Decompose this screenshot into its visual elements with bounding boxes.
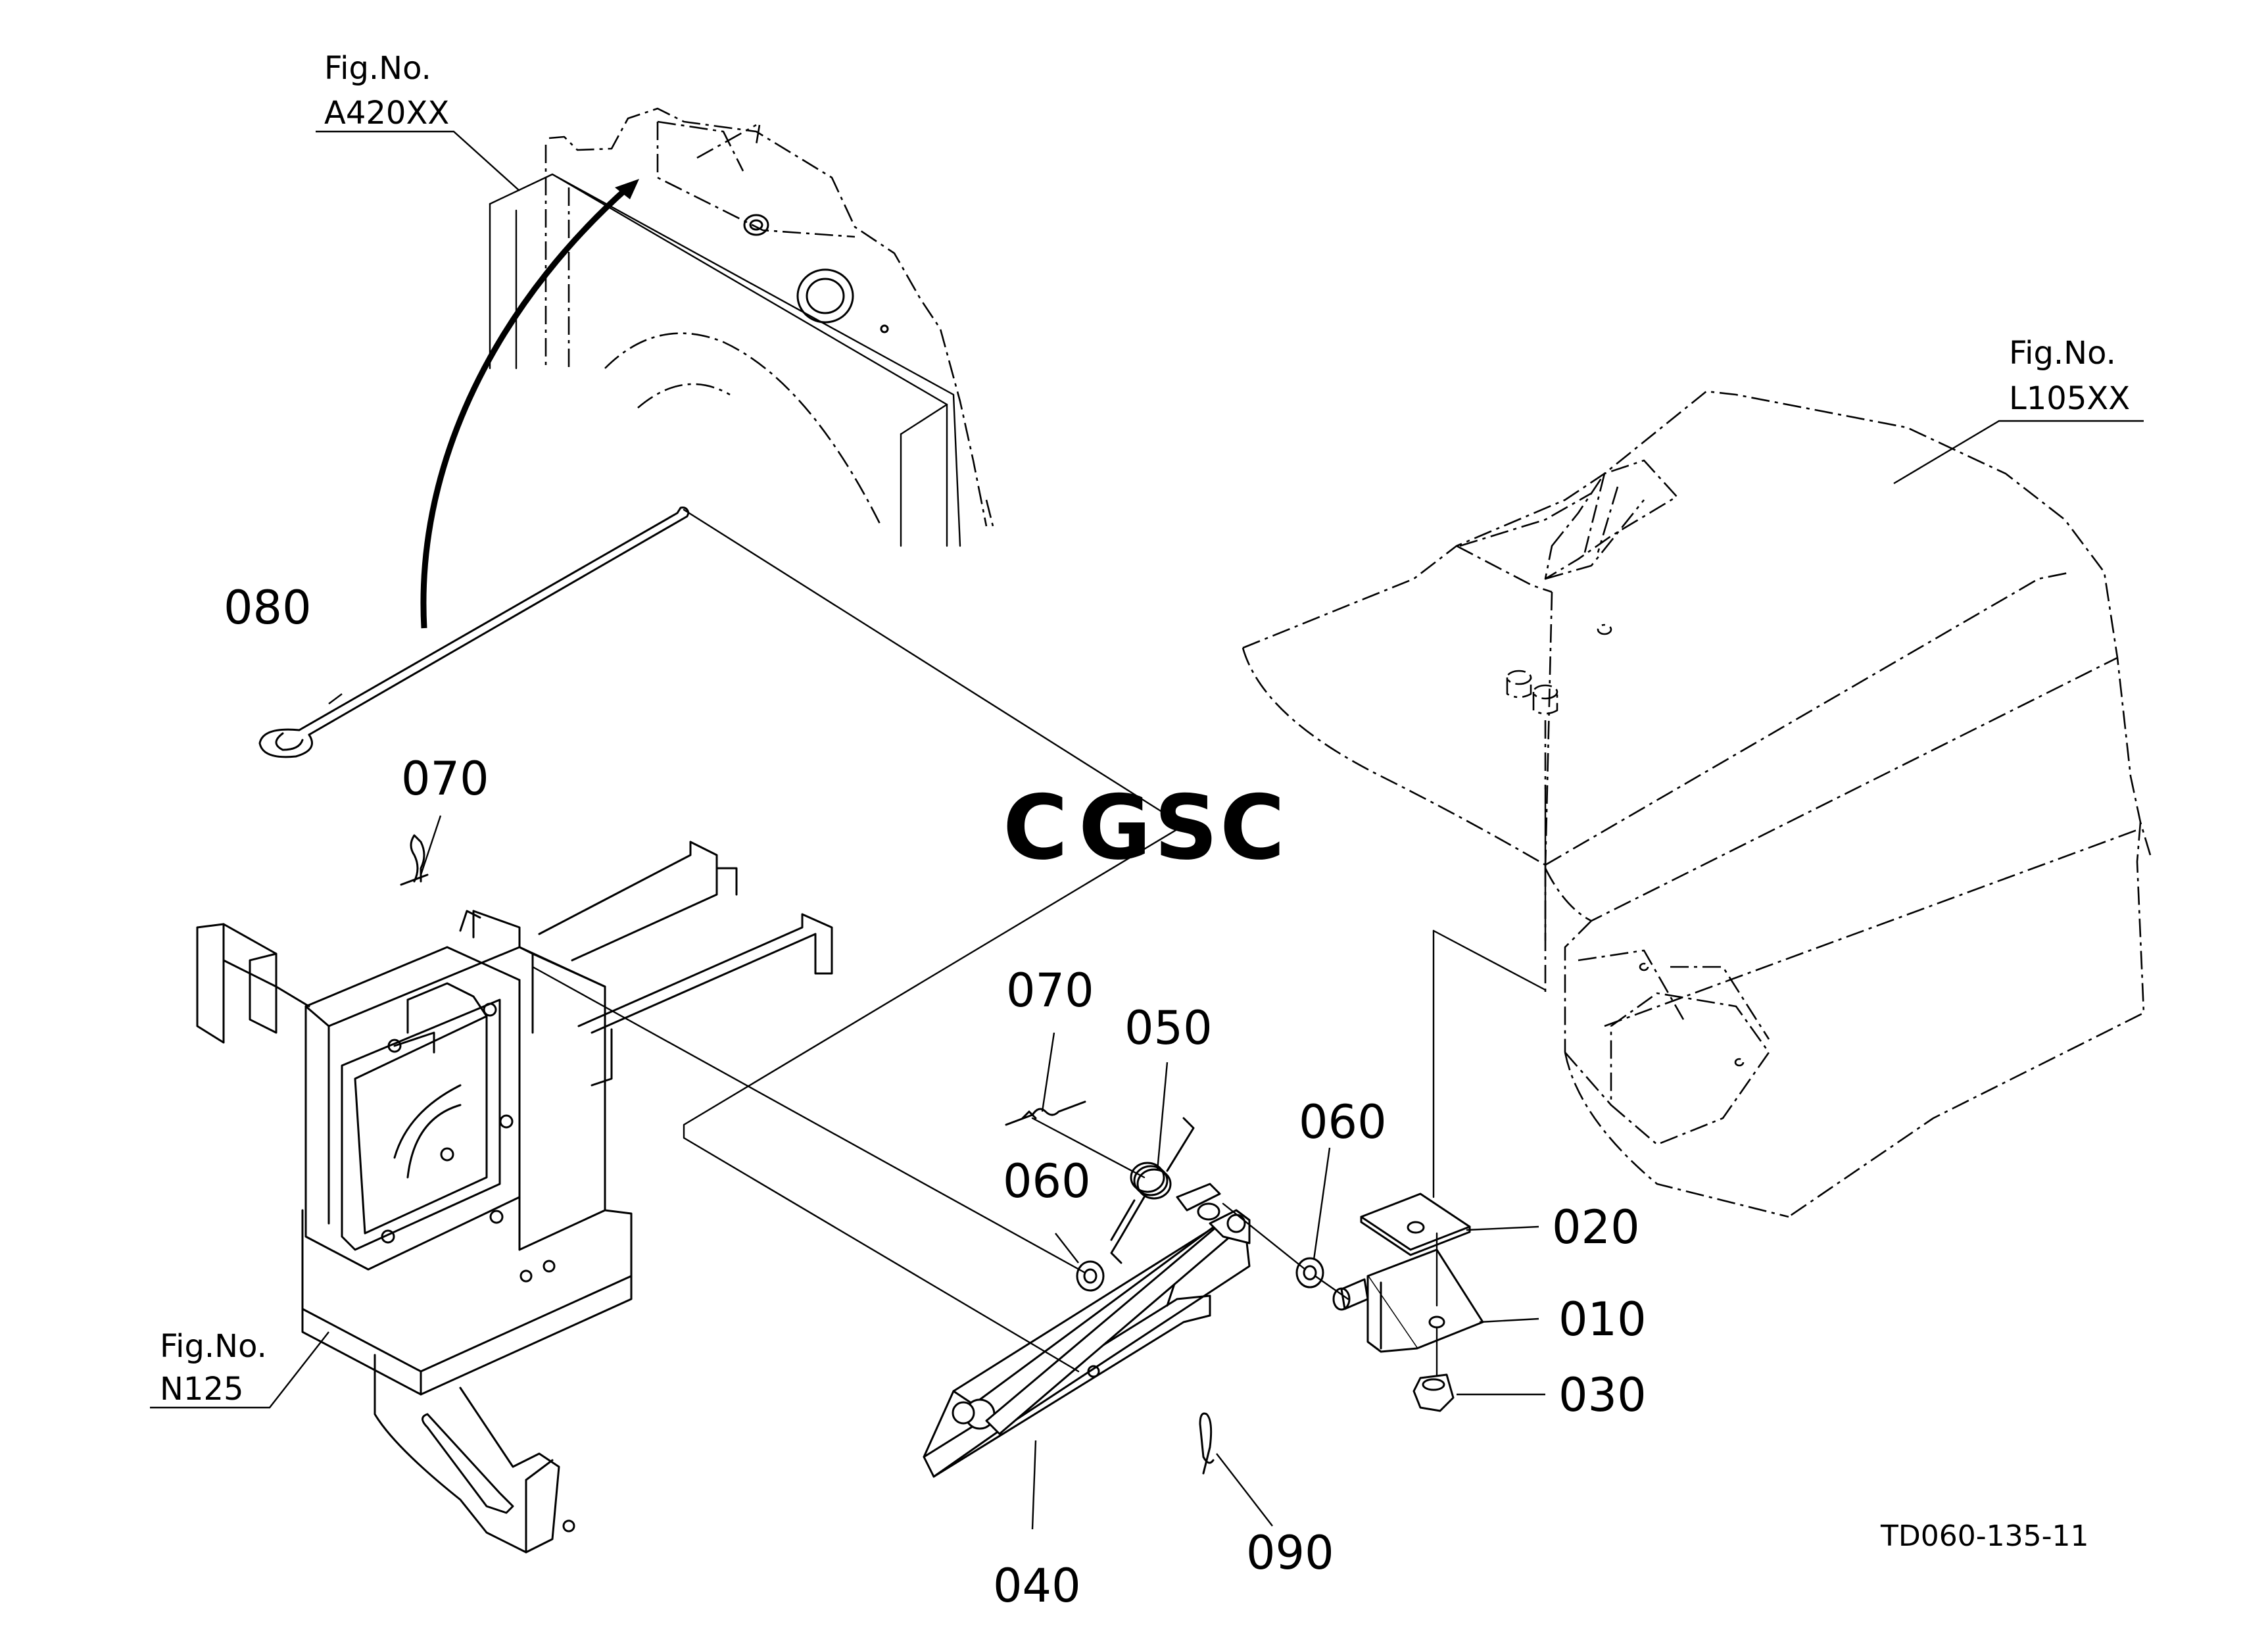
drawing-number: TD060-135-11 — [1880, 1519, 2088, 1553]
part-label-020: 020 — [1552, 1200, 1640, 1254]
pedal-040-drawing — [923, 1183, 1251, 1478]
part-label-060-left: 060 — [1003, 1154, 1091, 1208]
part-label-070-upper: 070 — [401, 752, 489, 806]
assembly-lines — [531, 508, 1547, 1376]
washers-060-drawing — [1076, 1257, 1324, 1292]
watermark-letter-3: S — [1154, 776, 1218, 879]
watermark-logo: C G S C — [1003, 776, 1285, 879]
pins-drawing — [400, 834, 1215, 1475]
rod-080-drawing — [258, 506, 690, 758]
part-label-060-right: 060 — [1299, 1095, 1387, 1149]
bracket-assembly-drawing — [196, 841, 833, 1554]
part-label-080: 080 — [224, 581, 312, 635]
fig-ref-a420-line1: Fig.No. — [324, 50, 431, 87]
radiator-frame-drawing — [489, 107, 994, 547]
part-label-030: 030 — [1558, 1368, 1647, 1422]
fig-ref-l105-line1: Fig.No. — [2009, 335, 2116, 372]
part-label-040: 040 — [993, 1559, 1081, 1613]
fig-ref-n125-line1: Fig.No. — [160, 1328, 267, 1365]
bracket-010-drawing — [1332, 1192, 1484, 1412]
spring-050-drawing — [1110, 1117, 1195, 1264]
watermark-letter-1: C — [1003, 776, 1068, 879]
part-label-070-lower: 070 — [1006, 964, 1094, 1018]
watermark-letter-4: C — [1220, 776, 1285, 879]
part-label-090: 090 — [1246, 1526, 1334, 1580]
part-label-050: 050 — [1124, 1001, 1213, 1055]
leader-lines — [150, 130, 2144, 1530]
part-label-010: 010 — [1558, 1292, 1647, 1346]
fig-ref-n125-line2: N125 — [160, 1371, 244, 1408]
fig-ref-a420-line2: A420XX — [324, 95, 449, 132]
fig-ref-l105-line2: L105XX — [2009, 380, 2130, 417]
hood-drawing — [1242, 390, 2152, 1218]
watermark-letter-2: G — [1078, 776, 1151, 879]
install-arrow — [420, 179, 639, 629]
